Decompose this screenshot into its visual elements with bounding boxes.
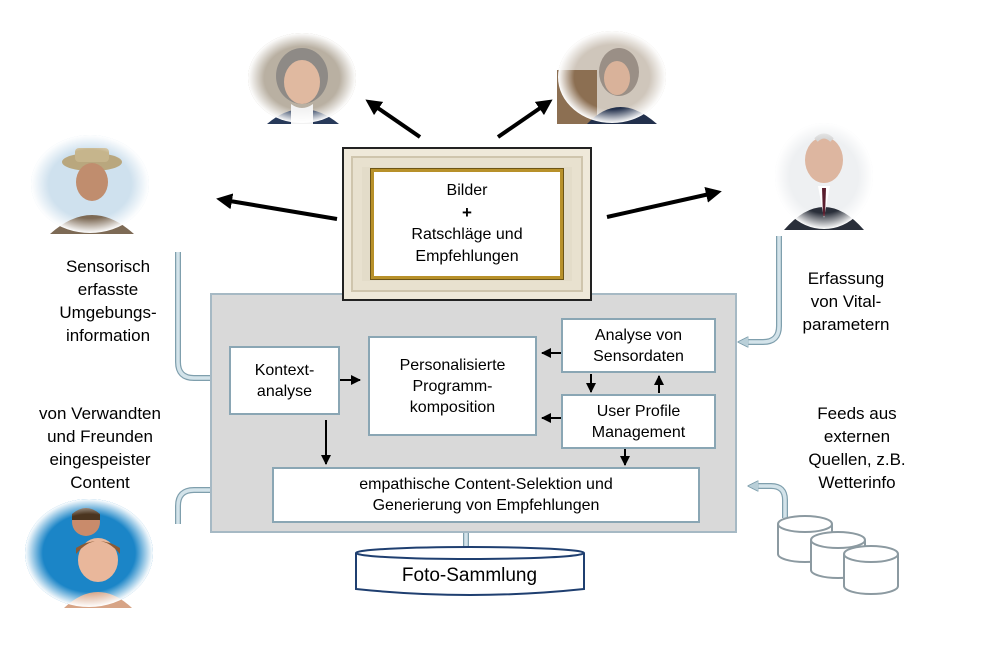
frame-line-2: Ratschläge und bbox=[411, 226, 523, 243]
frame-plus: + bbox=[462, 203, 472, 222]
box-programmkomposition-label: Personalisierte Programm- komposition bbox=[399, 356, 506, 416]
arrow-to-woman-1 bbox=[365, 99, 422, 139]
arrow-to-man-suit bbox=[606, 186, 722, 219]
text-sensor-line-1: Sensorisch bbox=[65, 257, 151, 276]
box-sensordaten: Analyse von Sensordaten bbox=[561, 318, 716, 373]
text-vital-line-1: Erfassung bbox=[807, 269, 885, 288]
box-content-selektion: empathische Content-Selektion und Generi… bbox=[272, 467, 700, 523]
picture-frame-content: Bilder + Ratschläge und Empfehlungen bbox=[371, 169, 563, 279]
photo-children-pool bbox=[25, 499, 153, 608]
arrow-to-woman-2 bbox=[496, 99, 553, 139]
foto-sammlung-label: Foto-Sammlung bbox=[401, 565, 538, 586]
photo-senior-woman-1 bbox=[248, 33, 356, 124]
text-vital-line-2: von Vital- bbox=[810, 292, 882, 311]
text-sensor-line-2: erfasste bbox=[77, 280, 139, 299]
text-vital-line-3: parametern bbox=[802, 315, 890, 334]
text-relatives-line-3: eingespeister bbox=[49, 450, 151, 469]
box-kontextanalyse-label: Kontext- analyse bbox=[254, 361, 315, 400]
text-vital-params: Erfassung von Vital- parametern bbox=[786, 267, 906, 336]
text-feeds-line-4: Wetterinfo bbox=[818, 473, 896, 492]
text-feeds-line-2: externen bbox=[823, 427, 891, 446]
box-user-profile: User Profile Management bbox=[561, 394, 716, 449]
arrow-to-man-hat bbox=[216, 193, 338, 221]
text-relatives-content: von Verwandten und Freunden eingespeiste… bbox=[20, 402, 180, 494]
text-feeds-line-1: Feeds aus bbox=[817, 404, 897, 423]
text-sensor-info: Sensorisch erfasste Umgebungs- informati… bbox=[38, 255, 178, 347]
box-user-profile-label: User Profile Management bbox=[591, 402, 686, 441]
box-sensordaten-label: Analyse von Sensordaten bbox=[593, 326, 684, 365]
text-sensor-line-4: information bbox=[65, 326, 151, 345]
external-feed-databases bbox=[777, 515, 899, 595]
box-kontextanalyse: Kontext- analyse bbox=[229, 346, 340, 415]
text-relatives-line-2: und Freunden bbox=[47, 427, 153, 446]
photo-senior-man-suit bbox=[775, 123, 873, 230]
frame-line-3: Empfehlungen bbox=[415, 248, 519, 265]
photo-senior-man-hat bbox=[31, 135, 149, 234]
text-relatives-line-4: Content bbox=[70, 473, 130, 492]
box-programmkomposition: Personalisierte Programm- komposition bbox=[368, 336, 537, 436]
text-sensor-line-3: Umgebungs- bbox=[59, 303, 157, 322]
foto-sammlung-database bbox=[355, 546, 585, 596]
photo-senior-woman-2 bbox=[557, 31, 666, 124]
text-relatives-line-1: von Verwandten bbox=[39, 404, 161, 423]
text-feeds-line-3: Quellen, z.B. bbox=[808, 450, 906, 469]
text-external-feeds: Feeds aus externen Quellen, z.B. Wetteri… bbox=[792, 402, 922, 494]
frame-line-1: Bilder bbox=[446, 182, 488, 199]
box-content-selektion-label: empathische Content-Selektion und Generi… bbox=[359, 476, 613, 514]
